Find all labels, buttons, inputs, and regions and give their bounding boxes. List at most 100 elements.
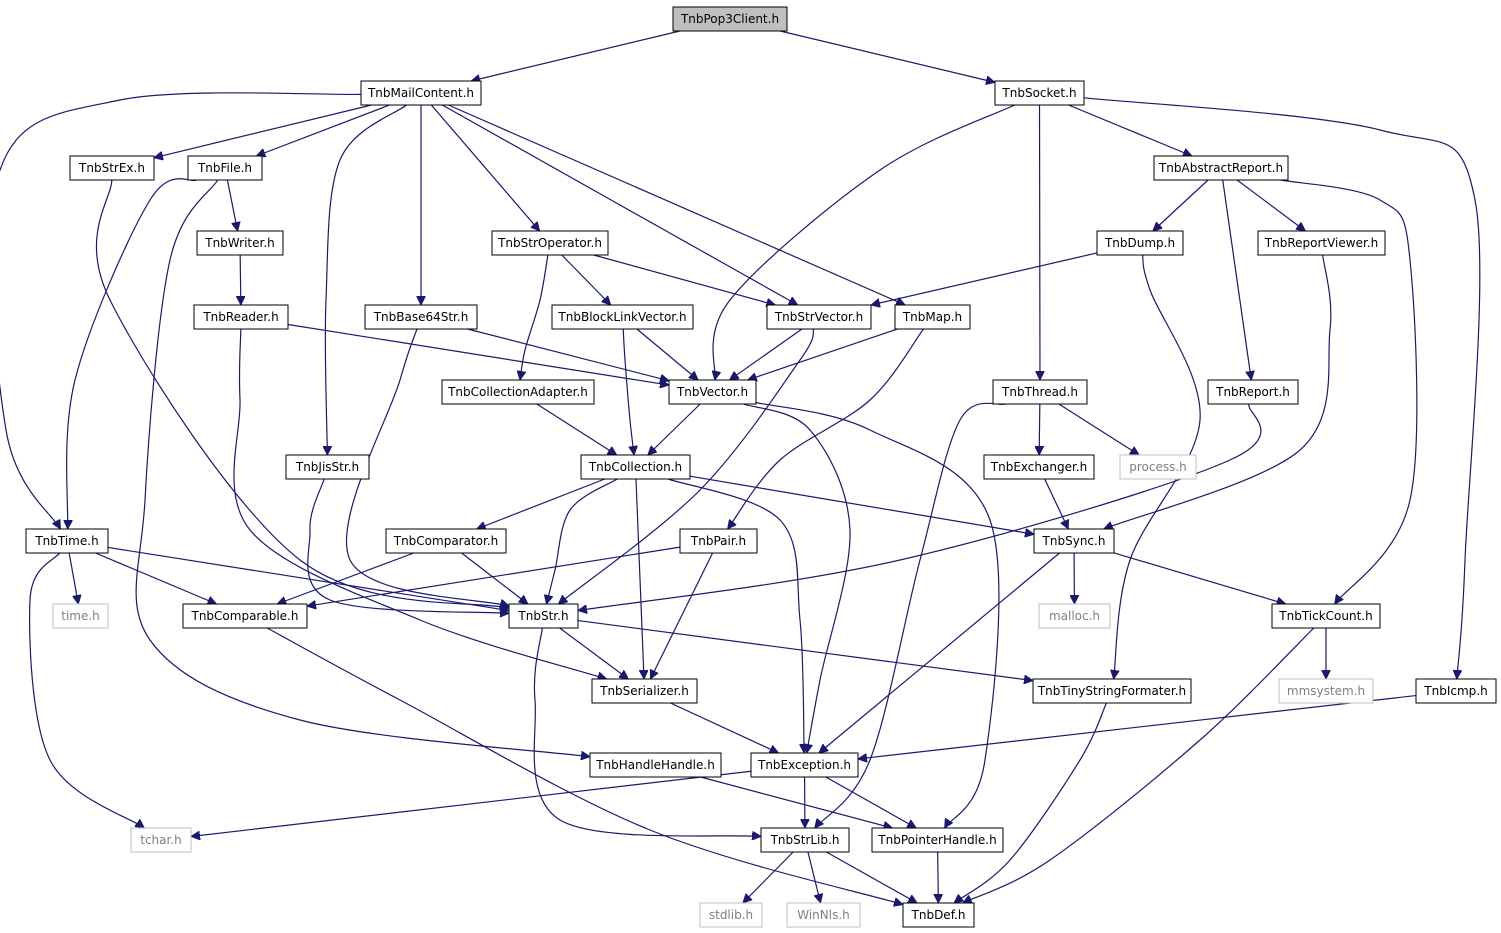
node-stdlib: stdlib.h <box>699 902 763 928</box>
node-box <box>551 304 694 330</box>
node-box <box>193 304 289 330</box>
node-map[interactable]: TnbMap.h <box>894 304 971 330</box>
edge-socket-to-vector <box>713 104 1015 380</box>
node-box <box>894 304 971 330</box>
node-box <box>591 678 698 704</box>
edge-dump-to-tinystringformater <box>1114 254 1201 679</box>
node-serializer[interactable]: TnbSerializer.h <box>591 678 698 704</box>
node-label: TnbReport.h <box>1215 385 1290 399</box>
node-exception[interactable]: TnbException.h <box>750 752 859 778</box>
node-box <box>491 230 609 256</box>
node-strlib[interactable]: TnbStrLib.h <box>760 827 850 853</box>
node-thread[interactable]: TnbThread.h <box>992 379 1088 405</box>
node-label: stdlib.h <box>709 908 753 922</box>
edge-reader-to-vector <box>287 323 669 385</box>
node-blocklinkvector[interactable]: TnbBlockLinkVector.h <box>551 304 694 330</box>
node-box <box>1096 230 1184 256</box>
node-label: TnbDef.h <box>911 908 966 922</box>
edge-dump-to-strvector <box>871 252 1098 305</box>
node-label: time.h <box>61 609 100 623</box>
edge-report-to-str <box>578 403 1262 611</box>
node-file[interactable]: TnbFile.h <box>187 155 263 181</box>
node-label: process.h <box>1129 460 1187 474</box>
edge-time-to-time_h <box>68 552 78 604</box>
node-dump[interactable]: TnbDump.h <box>1096 230 1184 256</box>
node-label: TnbHandleHandle.h <box>595 758 715 772</box>
node-strvector[interactable]: TnbStrVector.h <box>766 304 872 330</box>
node-icmp[interactable]: TnbIcmp.h <box>1415 678 1497 704</box>
node-label: TnbPop3Client.h <box>680 12 779 26</box>
edge-writer-to-reader <box>240 254 241 305</box>
node-label: TnbStrEx.h <box>78 161 145 175</box>
node-abstractreport[interactable]: TnbAbstractReport.h <box>1153 155 1289 181</box>
node-box <box>750 752 859 778</box>
node-base64str[interactable]: TnbBase64Str.h <box>364 304 478 330</box>
node-label: TnbPointerHandle.h <box>877 833 996 847</box>
edge-pair-to-serializer <box>649 552 714 679</box>
node-box <box>1033 528 1115 554</box>
node-def[interactable]: TnbDef.h <box>902 902 975 928</box>
node-box <box>699 902 763 928</box>
node-strex[interactable]: TnbStrEx.h <box>69 155 155 181</box>
node-pointerhandle[interactable]: TnbPointerHandle.h <box>871 827 1004 853</box>
node-reportviewer[interactable]: TnbReportViewer.h <box>1257 230 1386 256</box>
edge-abstractreport-to-reportviewer <box>1236 179 1305 231</box>
node-str[interactable]: TnbStr.h <box>508 603 579 629</box>
node-pair[interactable]: TnbPair.h <box>679 528 758 554</box>
node-jisstr[interactable]: TnbJisStr.h <box>285 454 370 480</box>
edge-root-to-socket <box>780 30 995 82</box>
edge-file-to-handlehandle <box>135 179 590 757</box>
node-comparable[interactable]: TnbComparable.h <box>182 603 308 629</box>
edge-mailcontent-to-time <box>0 92 362 529</box>
node-stroperator[interactable]: TnbStrOperator.h <box>491 230 609 256</box>
node-label: tchar.h <box>140 833 182 847</box>
edge-blocklinkvector-to-collection <box>622 328 634 455</box>
edge-time-to-comparable <box>95 552 216 604</box>
edge-handlehandle-to-pointerhandle <box>700 776 893 828</box>
node-reader[interactable]: TnbReader.h <box>193 304 289 330</box>
edge-pointerhandle-to-def <box>938 851 939 903</box>
node-tickcount[interactable]: TnbTickCount.h <box>1271 603 1381 629</box>
node-box <box>385 528 507 554</box>
edge-icmp-to-exception <box>858 694 1417 759</box>
node-comparator[interactable]: TnbComparator.h <box>385 528 507 554</box>
node-time_h: time.h <box>52 603 109 629</box>
node-handlehandle[interactable]: TnbHandleHandle.h <box>589 752 722 778</box>
edge-abstractreport-to-dump <box>1153 179 1209 231</box>
node-box <box>580 454 691 480</box>
edge-reader-to-serializer <box>233 328 607 679</box>
node-box <box>182 603 308 629</box>
edge-time-to-tchar <box>29 552 145 828</box>
node-box <box>25 528 109 554</box>
node-box <box>668 379 757 405</box>
node-malloc: malloc.h <box>1038 603 1111 629</box>
edge-mailcontent-to-file <box>256 104 390 156</box>
edge-file-to-time <box>67 178 198 529</box>
node-sync[interactable]: TnbSync.h <box>1033 528 1115 554</box>
edge-sync-to-exception <box>819 552 1060 753</box>
node-collection[interactable]: TnbCollection.h <box>580 454 691 480</box>
node-label: WinNls.h <box>797 908 850 922</box>
node-socket[interactable]: TnbSocket.h <box>994 80 1085 106</box>
node-label: TnbStrOperator.h <box>497 236 602 250</box>
edge-mailcontent-to-strvector <box>442 104 797 306</box>
node-time[interactable]: TnbTime.h <box>25 528 109 554</box>
node-label: TnbMap.h <box>902 310 962 324</box>
node-label: TnbBlockLinkVector.h <box>557 310 686 324</box>
node-writer[interactable]: TnbWriter.h <box>196 230 284 256</box>
edge-collection-to-sync <box>689 475 1034 534</box>
node-report[interactable]: TnbReport.h <box>1207 379 1299 405</box>
node-tinystringformater[interactable]: TnbTinyStringFormater.h <box>1032 678 1192 704</box>
node-box <box>672 6 788 32</box>
node-exchanger[interactable]: TnbExchanger.h <box>983 454 1095 480</box>
edge-thread-to-strlib <box>815 402 1006 828</box>
node-root[interactable]: TnbPop3Client.h <box>672 6 788 32</box>
node-mailcontent[interactable]: TnbMailContent.h <box>360 80 482 106</box>
node-label: TnbMailContent.h <box>367 86 474 100</box>
node-label: TnbWriter.h <box>204 236 275 250</box>
node-vector[interactable]: TnbVector.h <box>668 379 757 405</box>
node-collectionadapter[interactable]: TnbCollectionAdapter.h <box>441 379 595 405</box>
edge-mailcontent-to-jisstr <box>325 104 407 455</box>
